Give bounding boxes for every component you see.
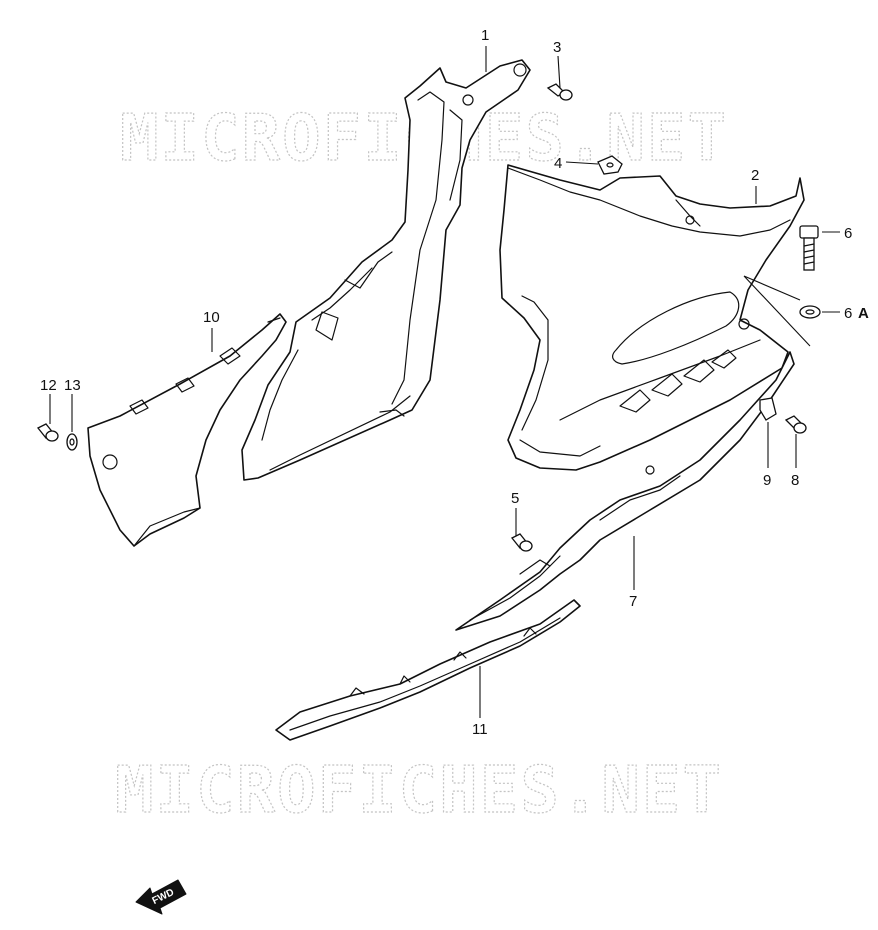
callout-4: 4 — [554, 155, 562, 172]
part-13-washer — [66, 433, 78, 451]
callout-1: 1 — [481, 27, 489, 44]
callout-9: 9 — [763, 472, 771, 489]
part-9-clip-nut — [759, 397, 777, 421]
callout-6a-letter: A — [858, 305, 869, 322]
callout-7: 7 — [629, 593, 637, 610]
group-bracket — [743, 275, 811, 347]
callout-2: 2 — [751, 167, 759, 184]
part-3-screw — [546, 83, 573, 101]
watermark-bottom: MICROFICHES.NET — [115, 754, 723, 828]
fwd-badge: FWD — [135, 879, 187, 915]
part-11-sill-cover — [275, 599, 581, 741]
callout-5: 5 — [511, 490, 519, 507]
callout-12: 12 — [40, 377, 57, 394]
part-6-bolt — [799, 225, 819, 271]
part-8-screw — [784, 415, 807, 434]
part-1-leg-shield-inner — [241, 59, 531, 481]
part-12-screw — [36, 423, 59, 442]
part-5-screw — [510, 533, 533, 552]
forward-arrow-icon — [135, 879, 187, 915]
callout-3: 3 — [553, 39, 561, 56]
callout-8: 8 — [791, 472, 799, 489]
callout-10: 10 — [203, 309, 220, 326]
part-10-side-panel — [87, 313, 287, 547]
callout-6: 6 — [844, 225, 852, 242]
part-4-nut — [597, 155, 623, 175]
callout-6a-num: 6 — [844, 305, 852, 322]
part-7-lower-cover — [455, 351, 795, 631]
callout-11: 11 — [472, 721, 488, 738]
part-6a-washer — [799, 305, 821, 319]
part-2-frame-cover — [499, 164, 805, 471]
leader-4 — [565, 161, 599, 165]
leader-3 — [557, 55, 561, 89]
callout-13: 13 — [64, 377, 81, 394]
